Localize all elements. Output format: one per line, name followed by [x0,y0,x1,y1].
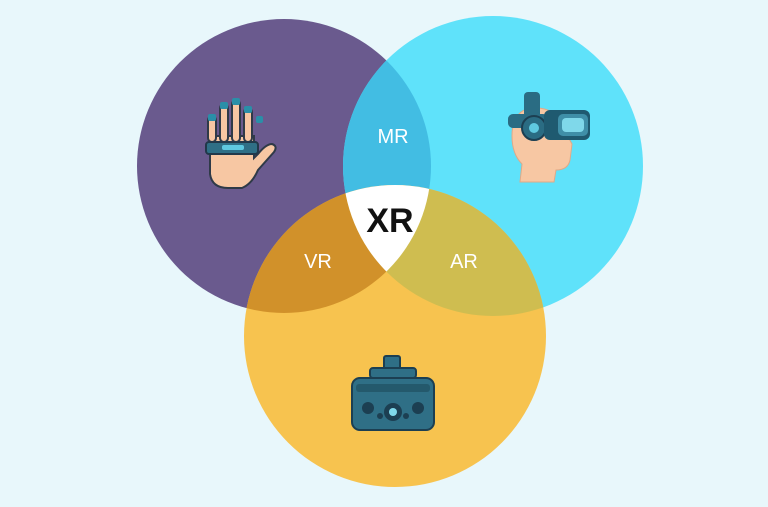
vr-headset-on-head-icon [508,92,590,183]
haptic-glove-hand-icon [205,98,277,189]
label-xr: XR [366,202,413,240]
label-ar: AR [450,251,478,273]
overlap-ar [343,185,546,316]
label-mr: MR [377,126,408,148]
overlap-vr [244,185,431,313]
standalone-vr-headset-icon [351,355,435,431]
label-vr: VR [304,251,332,273]
